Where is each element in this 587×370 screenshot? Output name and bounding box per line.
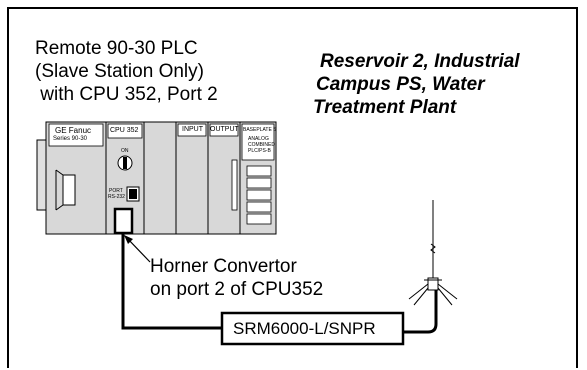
analog-terminal-2 bbox=[246, 177, 272, 189]
cpu-label-plate bbox=[107, 123, 143, 139]
diagram-border bbox=[7, 7, 578, 368]
power-supply-label-plate bbox=[48, 123, 104, 147]
analog-terminal-4 bbox=[246, 201, 272, 213]
antenna-radial-right-2 bbox=[437, 287, 453, 306]
analog-label: BASEPLATE 5 bbox=[243, 127, 276, 133]
converter-pointer-arrowhead bbox=[124, 235, 133, 244]
input-module bbox=[175, 121, 209, 235]
blank-module bbox=[143, 121, 177, 235]
converter-pointer-line bbox=[126, 237, 151, 263]
output-terminal-strip bbox=[231, 159, 238, 211]
converter-label-line-1: Horner Convertor bbox=[150, 256, 297, 277]
cpu-label: CPU 352 bbox=[110, 127, 139, 134]
power-supply-window bbox=[62, 174, 76, 206]
horner-converter bbox=[113, 207, 134, 235]
radio-label: SRM6000-L/SNPR bbox=[233, 319, 376, 338]
plc-rack bbox=[36, 121, 277, 235]
output-module bbox=[207, 121, 241, 235]
plc-label-line-1: Remote 90-30 PLC bbox=[35, 38, 198, 59]
antenna-radial-right bbox=[437, 283, 458, 300]
converter-to-radio-cable bbox=[121, 233, 222, 330]
analog-terminal-3 bbox=[246, 189, 272, 201]
cpu-key-slot bbox=[123, 157, 127, 169]
power-supply-bevel bbox=[55, 169, 64, 211]
rack-brand-line-1: GE Fanuc bbox=[55, 126, 92, 135]
analog-sub-label-3: PLC/PS-B bbox=[248, 148, 271, 154]
analog-sub-label-1: ANALOG bbox=[248, 136, 269, 142]
antenna bbox=[408, 200, 458, 306]
rack-brand-line-2: Series 90-30 bbox=[53, 136, 88, 142]
analog-terminal-1 bbox=[246, 165, 272, 177]
output-label: OUTPUT bbox=[210, 126, 239, 133]
radio-to-antenna-cable bbox=[403, 290, 438, 334]
analog-sub-label-2: COMBINED bbox=[248, 142, 275, 148]
input-label: INPUT bbox=[182, 126, 203, 133]
analog-terminal-5 bbox=[246, 213, 272, 225]
output-label-plate bbox=[209, 123, 239, 137]
site-label-line-2: Campus PS, Water bbox=[316, 74, 485, 95]
site-label-line-1: Reservoir 2, Industrial bbox=[320, 51, 520, 72]
cpu-port-pins bbox=[129, 189, 137, 199]
site-label-line-3: Treatment Plant bbox=[313, 97, 457, 118]
radio-box bbox=[220, 311, 405, 346]
cpu-on-label: ON bbox=[121, 148, 129, 154]
plc-label-line-3: with CPU 352, Port 2 bbox=[35, 84, 218, 105]
input-label-plate bbox=[177, 123, 207, 137]
analog-label-plate bbox=[241, 123, 275, 161]
cpu-port-sub-label: RS-232 bbox=[108, 194, 125, 200]
antenna-insulator bbox=[430, 243, 436, 254]
cpu-port-label: PORT bbox=[109, 188, 123, 194]
converter-label-line-2: on port 2 of CPU352 bbox=[150, 279, 324, 300]
plc-label-line-2: (Slave Station Only) bbox=[35, 61, 204, 82]
antenna-radial-left bbox=[408, 283, 429, 300]
antenna-radial-left-2 bbox=[413, 287, 429, 306]
